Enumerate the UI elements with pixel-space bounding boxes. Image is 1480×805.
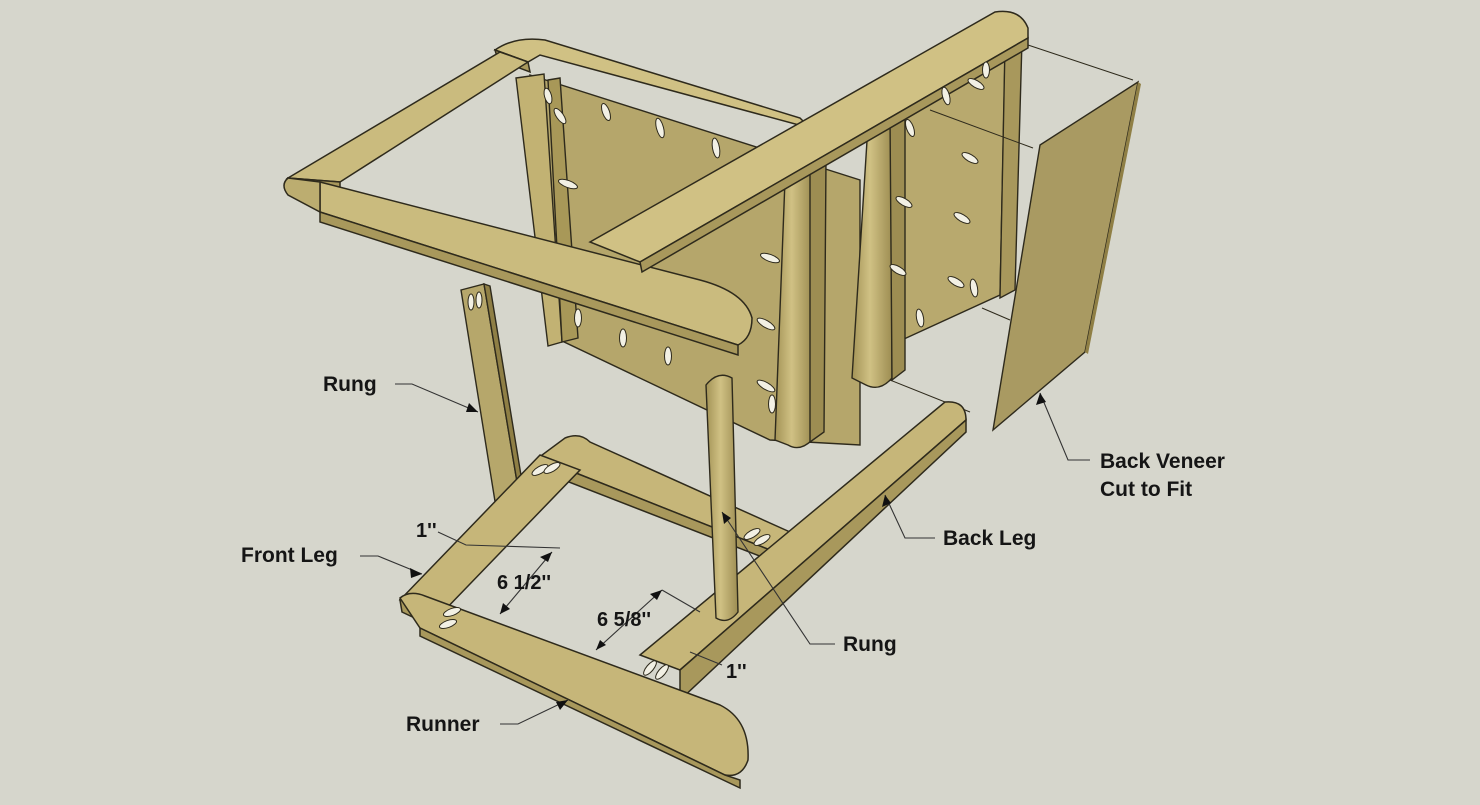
label-front-leg: Front Leg xyxy=(241,544,338,567)
leg-frame xyxy=(398,401,967,790)
label-back-leg: Back Leg xyxy=(943,527,1037,550)
label-back-veneer-line2: Cut to Fit xyxy=(1100,478,1193,501)
label-rung-left: Rung xyxy=(323,373,377,396)
back-post-right xyxy=(851,106,906,388)
back-veneer xyxy=(991,80,1141,432)
seat-frame xyxy=(283,10,1029,357)
pocket-holes-seat xyxy=(543,87,780,414)
dimension-front-gap: 6 1/2'' xyxy=(497,572,551,594)
label-back-veneer: Back Veneer Cut to Fit xyxy=(1100,448,1225,504)
arrow-heads xyxy=(410,393,1046,710)
dimension-back-rail-width: 1'' xyxy=(726,661,747,683)
back-post-left xyxy=(774,158,827,449)
rung-right-piece xyxy=(705,374,739,622)
leg-frame-holes xyxy=(438,462,771,680)
label-rung-right: Rung xyxy=(843,633,897,656)
dimension-front-rail-width: 1'' xyxy=(416,520,437,542)
dimension-back-gap: 6 5/8'' xyxy=(597,609,651,631)
pocket-holes-back xyxy=(889,61,990,328)
leader-lines xyxy=(360,383,1090,725)
label-runner: Runner xyxy=(406,713,480,736)
label-back-veneer-line1: Back Veneer xyxy=(1100,450,1225,473)
